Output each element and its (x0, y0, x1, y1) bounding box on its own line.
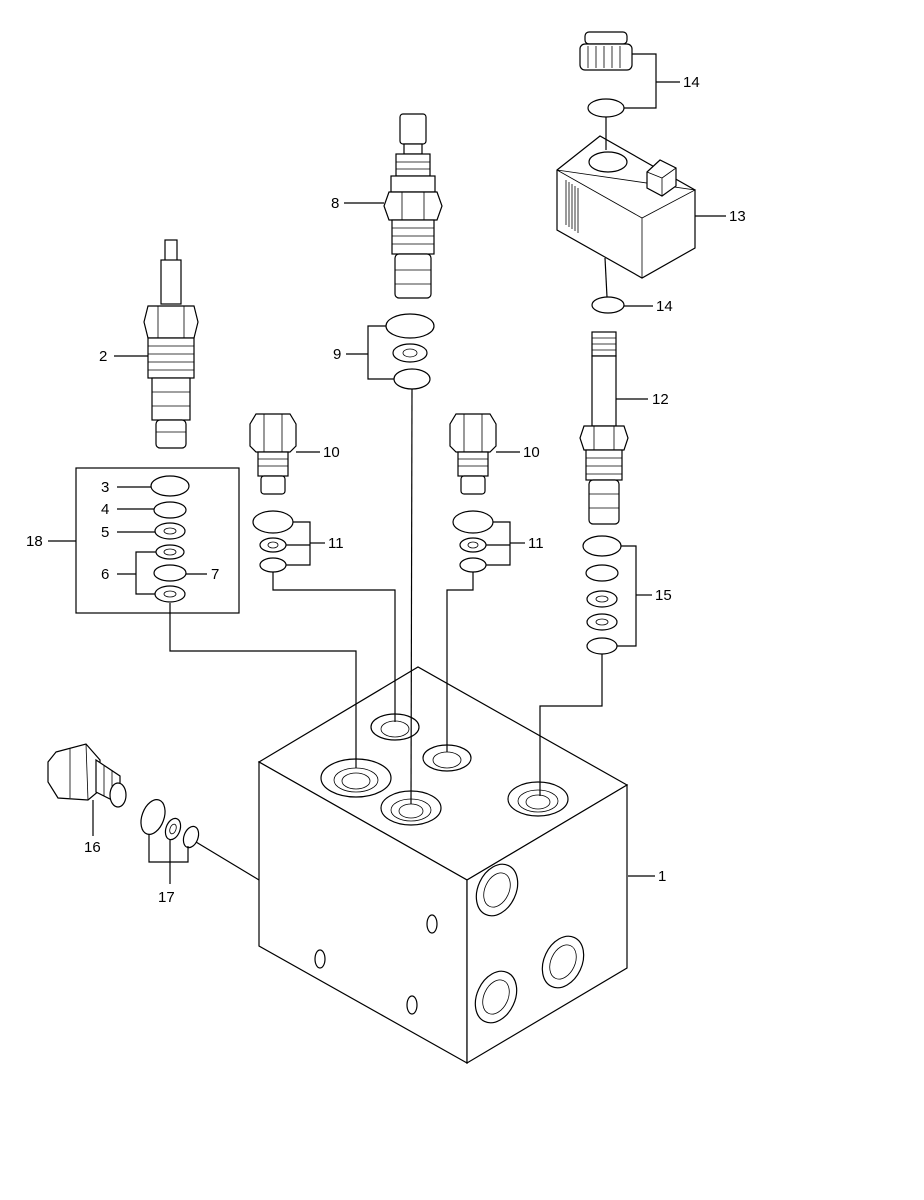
callout-15: 15 (655, 587, 672, 604)
valve-cartridge (383, 113, 443, 299)
mounting-hole (426, 914, 438, 934)
seal-ring (591, 296, 625, 314)
coil-vent-slots (565, 180, 579, 233)
side-port (541, 935, 585, 989)
backup-ring (392, 343, 428, 363)
o-ring (150, 475, 190, 497)
callout-10: 10 (323, 444, 340, 461)
o-ring (582, 535, 622, 557)
top-port (507, 781, 569, 817)
callout-labels: 1 2 3 4 5 6 7 8 9 10 10 11 11 12 13 14 1… (26, 74, 746, 906)
callout-6: 6 (101, 566, 109, 583)
solenoid-valve-cartridge (579, 331, 629, 525)
callout-4: 4 (101, 501, 109, 518)
backup-ring (164, 817, 182, 841)
callout-11: 11 (328, 535, 344, 552)
backup-ring (586, 613, 618, 631)
backup-ring (154, 522, 186, 540)
callout-16: 16 (84, 839, 101, 856)
relief-valve-cartridge (143, 239, 199, 449)
o-ring (459, 557, 487, 573)
callout-12: 12 (652, 391, 669, 408)
callout-14: 14 (683, 74, 700, 91)
coil-connector (646, 159, 677, 197)
o-ring (153, 501, 187, 519)
o-ring (452, 510, 494, 534)
coil-nut (579, 31, 633, 71)
callout-7: 7 (211, 566, 219, 583)
o-ring (140, 799, 166, 835)
o-ring (153, 564, 187, 582)
plug (449, 413, 497, 495)
o-ring (586, 637, 618, 655)
callout-1: 1 (658, 868, 666, 885)
callout-3: 3 (101, 479, 109, 496)
backup-ring (155, 544, 185, 560)
side-port (475, 863, 519, 917)
mounting-hole (406, 995, 418, 1015)
o-ring (259, 557, 287, 573)
callout-11: 11 (528, 535, 544, 552)
mounting-hole (314, 949, 326, 969)
backup-ring (586, 590, 618, 608)
callout-13: 13 (729, 208, 746, 225)
assembly-lines (169, 117, 608, 881)
side-port (474, 970, 518, 1024)
top-port (422, 744, 472, 772)
o-ring (182, 825, 200, 849)
valve-block (257, 666, 629, 1065)
backup-ring (259, 537, 287, 553)
callout-2: 2 (99, 348, 107, 365)
side-plug (47, 743, 127, 808)
callout-5: 5 (101, 524, 109, 541)
o-ring (585, 564, 619, 582)
backup-ring (459, 537, 487, 553)
callout-14: 14 (656, 298, 673, 315)
solenoid-coil (556, 135, 697, 279)
leader-lines (48, 53, 726, 884)
backup-ring (154, 585, 186, 603)
seal-ring (587, 98, 625, 118)
callout-9: 9 (333, 346, 341, 363)
callout-8: 8 (331, 195, 339, 212)
o-ring (393, 368, 431, 390)
callout-17: 17 (158, 889, 175, 906)
plug (249, 413, 297, 495)
callout-18: 18 (26, 533, 43, 550)
o-ring (385, 313, 435, 339)
callout-10: 10 (523, 444, 540, 461)
top-port (370, 713, 420, 741)
o-ring (252, 510, 294, 534)
